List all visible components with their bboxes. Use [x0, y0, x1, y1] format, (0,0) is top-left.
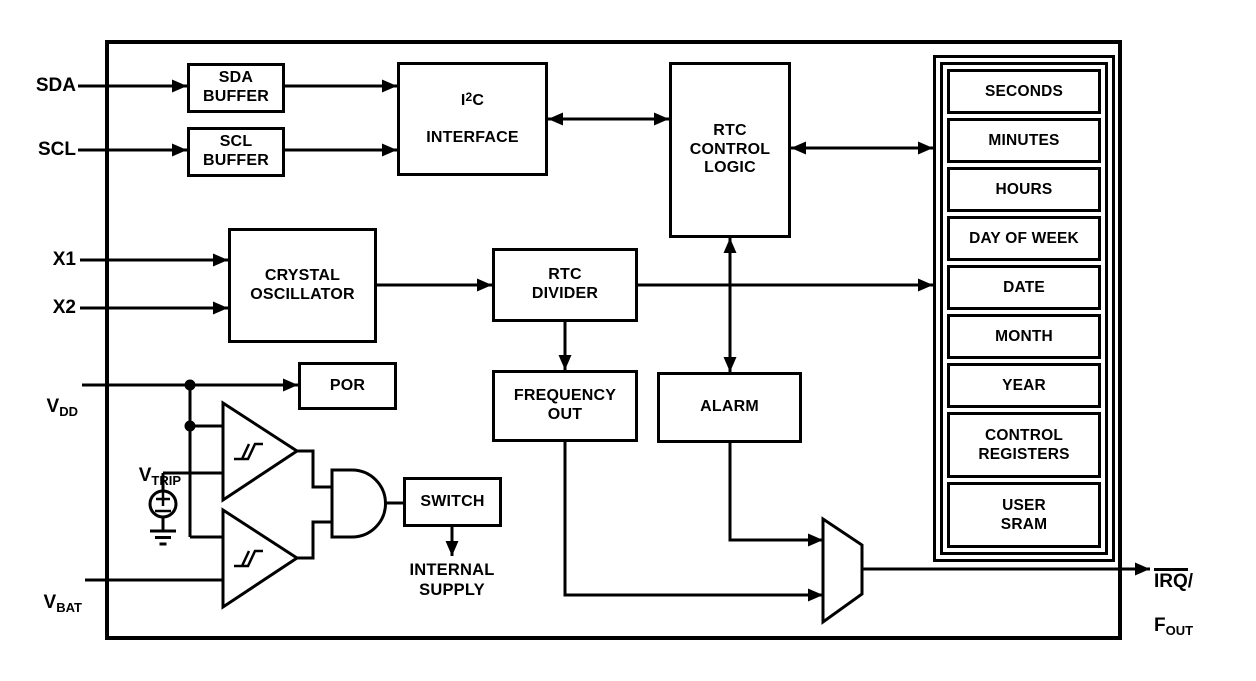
block-crystal-oscillator: CRYSTAL OSCILLATOR — [228, 228, 377, 343]
pin-label-vdd: VDD — [20, 371, 78, 424]
block-rtc-divider: RTC DIVIDER — [492, 248, 638, 322]
fout-sub: OUT — [1165, 623, 1194, 638]
and-gate — [330, 468, 387, 539]
register-row: SECONDS — [947, 69, 1101, 114]
register-row: DAY OF WEEK — [947, 216, 1101, 261]
i2c-sup: 2 — [465, 89, 473, 104]
internal-supply-label: INTERNAL SUPPLY — [409, 561, 495, 599]
pin-label-x1: X1 — [52, 249, 76, 270]
i2c-base2: C — [472, 91, 485, 109]
block-frequency-out: FREQUENCY OUT — [492, 370, 638, 442]
block-i2c-interface: I2C INTERFACE — [397, 62, 548, 176]
vtrip-base: V — [138, 465, 152, 486]
block-scl-buffer: SCL BUFFER — [187, 127, 285, 177]
i2c-base: I — [460, 91, 466, 109]
block-alarm: ALARM — [657, 372, 802, 443]
wires — [85, 385, 403, 582]
vtrip-sub: TRIP — [151, 473, 181, 488]
plus-minus-icon — [155, 492, 171, 513]
register-row: MINUTES — [947, 118, 1101, 163]
pin-label-scl: SCL — [38, 139, 76, 160]
block-sda-buffer: SDA BUFFER — [187, 63, 285, 113]
register-row: YEAR — [947, 363, 1101, 408]
block-switch: SWITCH — [403, 477, 502, 527]
vdd-base: V — [46, 396, 60, 417]
register-row: CONTROL REGISTERS — [947, 412, 1101, 478]
vbat-sub: BAT — [56, 600, 82, 615]
vbat-base: V — [43, 592, 57, 613]
register-row: MONTH — [947, 314, 1101, 359]
comparator-top — [221, 400, 300, 503]
register-row: USER SRAM — [947, 482, 1101, 548]
junction-dot — [184, 420, 196, 432]
register-row: HOURS — [947, 167, 1101, 212]
diagram-border — [105, 40, 1122, 640]
junction-dot — [184, 379, 196, 391]
hysteresis-icon — [234, 442, 263, 461]
arrow-wires — [78, 79, 1150, 602]
pin-label-vtrip: VTRIP — [108, 440, 181, 493]
pin-label-sda: SDA — [35, 75, 76, 96]
block-label: I2C INTERFACE — [426, 71, 518, 167]
register-row: DATE — [947, 265, 1101, 310]
irq-overline: IRQ — [1154, 568, 1188, 591]
fout-base: F — [1154, 615, 1166, 636]
hysteresis-icon — [234, 549, 263, 568]
pin-label-vbat: VBAT — [20, 567, 82, 620]
block-rtc-control-logic: RTC CONTROL LOGIC — [669, 62, 791, 238]
wire-freqout-to-mux — [563, 442, 823, 602]
i2c-line2: INTERFACE — [426, 129, 519, 147]
block-por: POR — [298, 362, 397, 410]
irq-slash: / — [1187, 571, 1194, 592]
pin-label-x2: X2 — [52, 297, 76, 318]
comparator-bottom — [221, 507, 300, 610]
output-mux — [821, 516, 864, 625]
wire-alarm-to-mux — [728, 443, 823, 547]
vdd-sub: DD — [59, 404, 78, 419]
pin-label-irq-fout: IRQ/ FOUT — [1154, 546, 1244, 664]
ground-icon — [150, 529, 176, 546]
